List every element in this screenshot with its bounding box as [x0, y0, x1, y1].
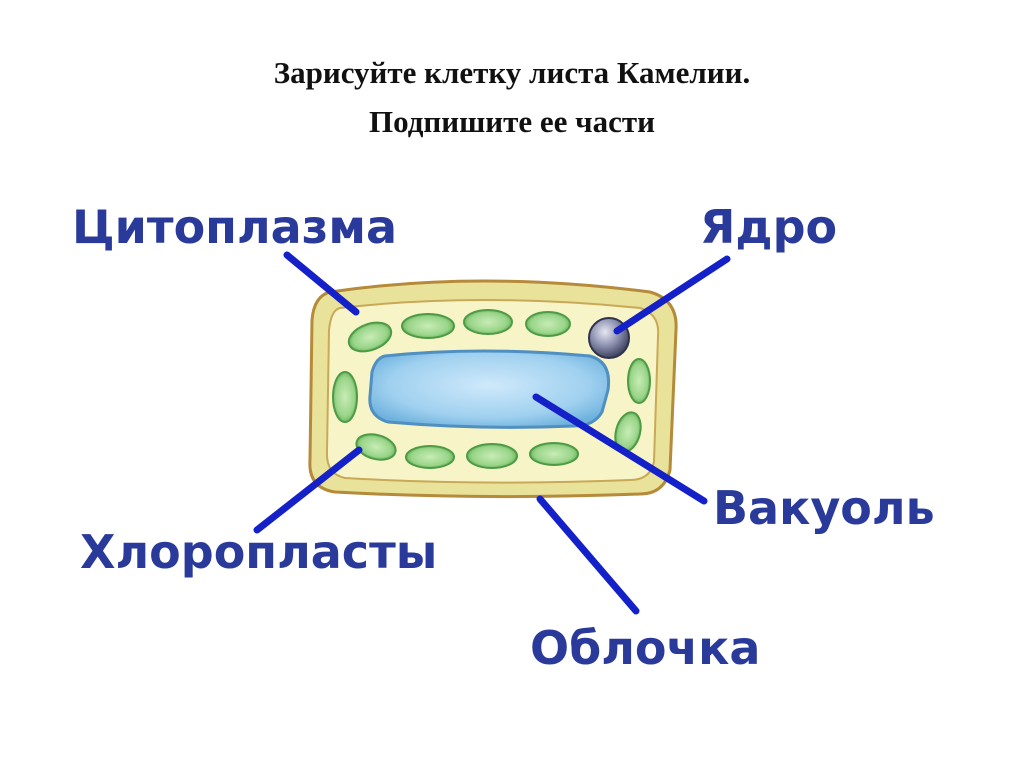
chloroplast [529, 442, 579, 466]
leader-lines [253, 251, 731, 615]
chloroplast [332, 371, 358, 423]
chloroplast [405, 445, 455, 469]
leader-line-cytoplasm [283, 251, 360, 316]
page-title-line-2: Подпишите ее части [369, 104, 655, 139]
page-title-line-1: Зарисуйте клетку листа Камелии. [273, 55, 751, 90]
chloroplast [463, 309, 513, 335]
leader-line-nucleus [613, 255, 731, 335]
label-nucleus: Ядро [700, 200, 837, 254]
label-chloroplasts: Хлоропласты [80, 525, 437, 579]
chloroplast [466, 443, 518, 469]
leader-line-vacuole [532, 393, 708, 505]
label-membrane: Облочка [530, 621, 760, 675]
chloroplast [401, 313, 455, 339]
leader-line-chloroplasts [253, 446, 363, 534]
chloroplast-group [332, 309, 651, 469]
label-cytoplasm: Цитоплазма [72, 200, 397, 254]
chloroplast [355, 433, 397, 461]
leader-line-membrane [536, 495, 640, 615]
chloroplast [525, 311, 571, 337]
label-vacuole: Вакуоль [713, 481, 935, 535]
chloroplast [627, 358, 651, 404]
chloroplast [347, 321, 393, 353]
